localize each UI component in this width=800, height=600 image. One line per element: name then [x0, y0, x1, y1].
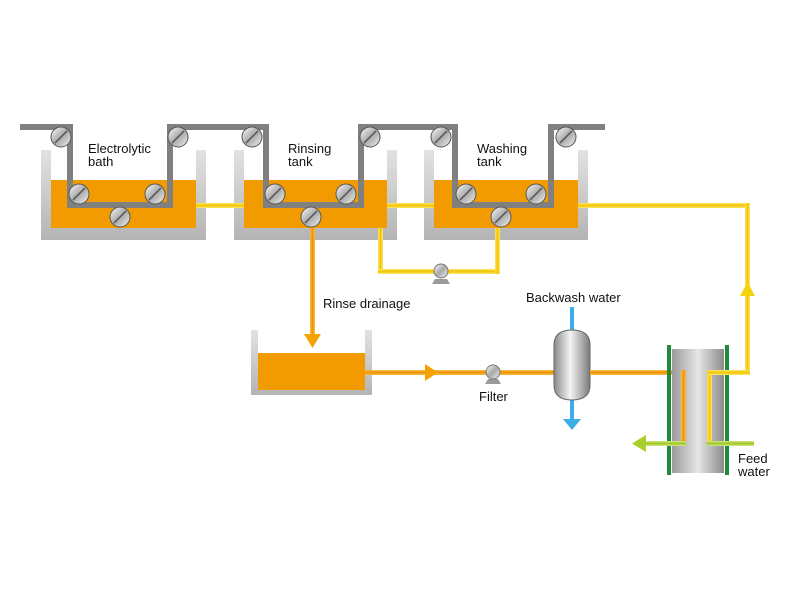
label-washing-tank-line2: tank	[477, 154, 502, 169]
tank-washing	[424, 150, 588, 240]
roller-icon	[455, 183, 477, 205]
filter-vessel-icon	[553, 329, 591, 401]
roller-icon	[335, 183, 357, 205]
label-rinse-drainage: Rinse drainage	[323, 296, 411, 311]
roller-icon	[144, 183, 166, 205]
drainage-tank	[251, 330, 372, 395]
roller-icon	[430, 126, 452, 148]
label-rinsing-tank-line2: tank	[288, 154, 313, 169]
filter-icon	[485, 364, 501, 384]
label-electrolytic-bath-line1: Electrolytic	[88, 141, 151, 156]
roller-icon	[167, 126, 189, 148]
label-rinsing-tank-line1: Rinsing	[288, 141, 332, 156]
label-backwash-water: Backwash water	[526, 290, 621, 305]
pump-icon	[432, 263, 450, 284]
roller-icon	[359, 126, 381, 148]
tank-rinsing	[234, 150, 397, 240]
roller-icon	[109, 206, 131, 228]
roller-icon	[241, 126, 263, 148]
roller-icon	[264, 183, 286, 205]
roller-icon	[490, 206, 512, 228]
roller-icon	[300, 206, 322, 228]
roller-icon	[68, 183, 90, 205]
roller-icon	[50, 126, 72, 148]
filter-line	[365, 364, 555, 381]
label-feed-water-line1: Feed	[738, 451, 768, 466]
rinse-drainage-line	[304, 228, 321, 348]
roller-icon	[555, 126, 577, 148]
backwash-lines	[563, 307, 581, 430]
roller-icon	[525, 183, 547, 205]
membrane-module-icon	[632, 345, 754, 475]
conveyor-belt	[20, 124, 605, 208]
label-feed-water-line2: water	[738, 464, 770, 479]
treated-water-line	[590, 370, 685, 375]
label-filter: Filter	[479, 389, 508, 404]
rollers	[50, 126, 577, 228]
label-electrolytic-bath-line2: bath	[88, 154, 114, 169]
label-washing-tank-line1: Washing	[477, 141, 528, 156]
